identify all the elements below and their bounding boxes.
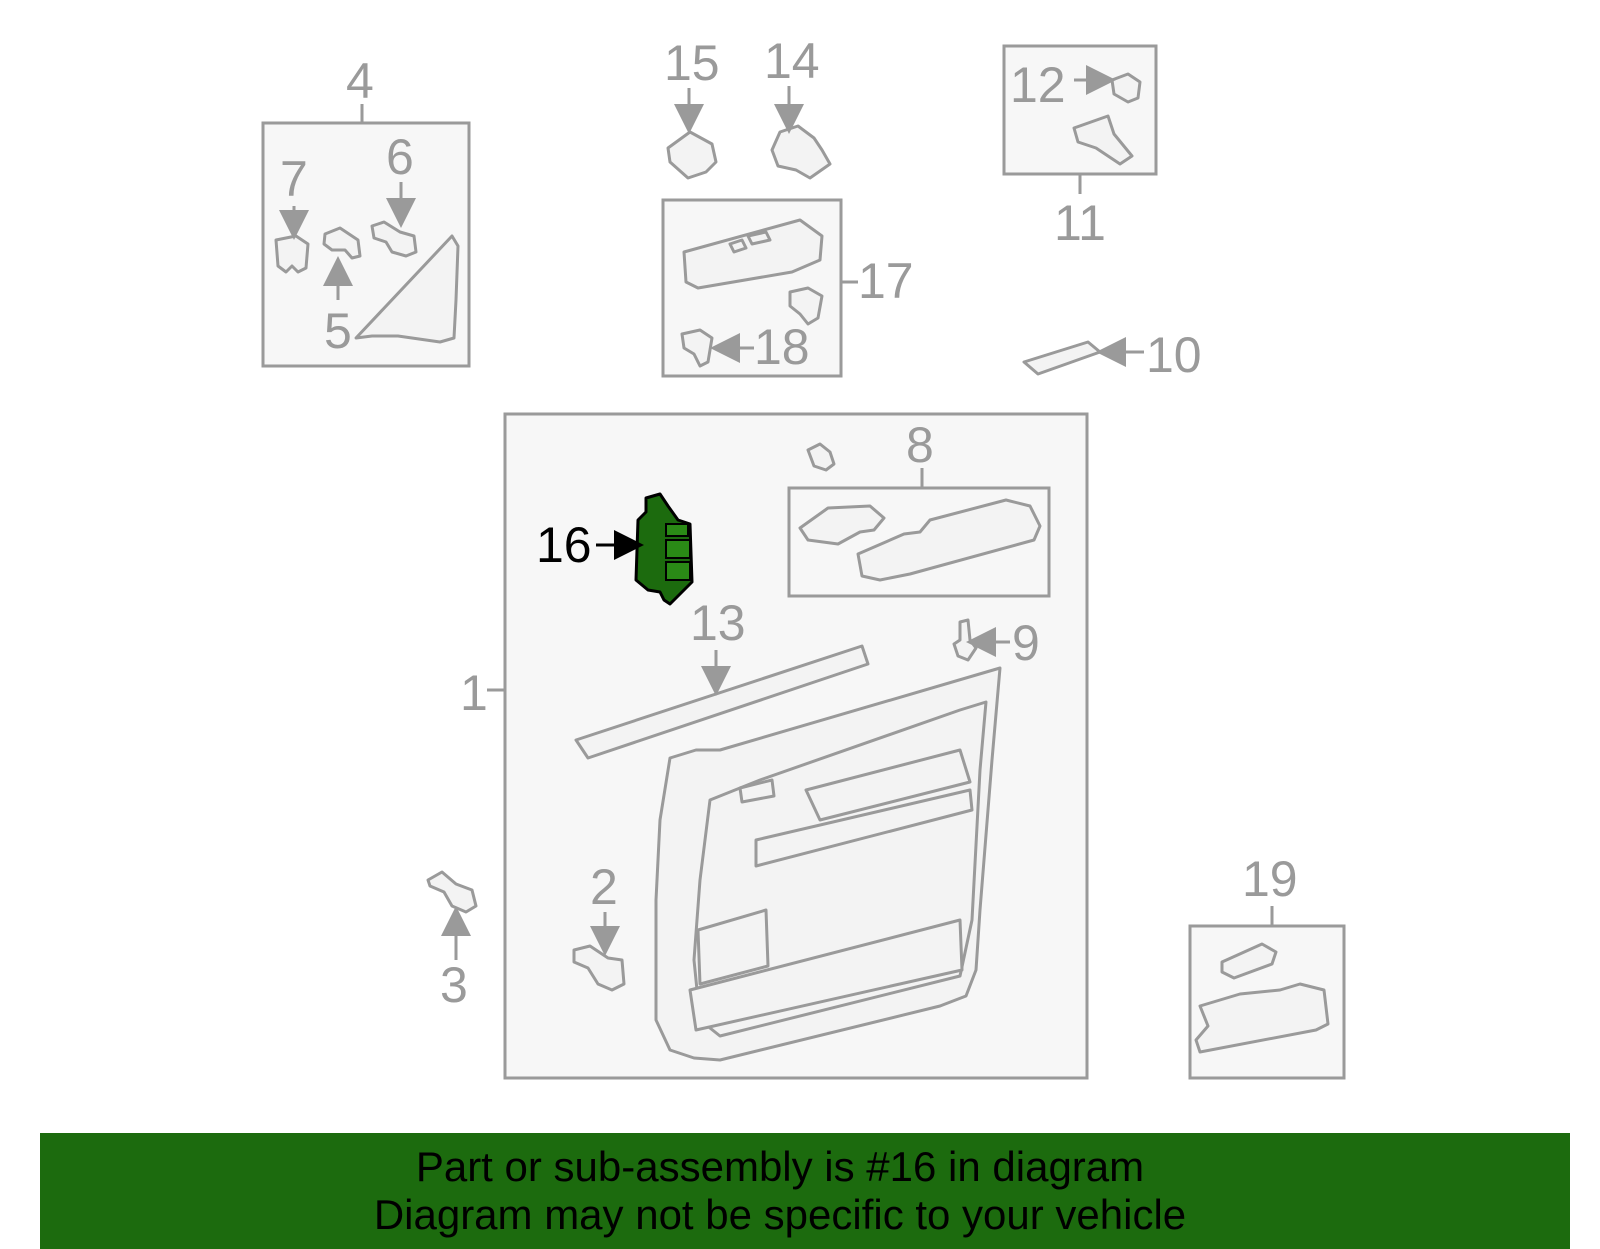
part-14-bracket[interactable] [770,124,832,180]
group-box-11 [1002,44,1158,194]
callout-15: 15 [664,35,720,91]
group-box-1 [487,412,1089,1080]
part-7-clip[interactable] [274,234,310,274]
part-18-clip-lower[interactable] [680,328,714,368]
part-8-armrest[interactable] [798,504,886,546]
callout-2: 2 [590,859,618,915]
group-box-17 [661,86,858,378]
part-17-switch-bezel[interactable] [682,218,824,290]
part-10-reflector[interactable] [1022,340,1102,376]
callout-1: 1 [460,665,488,721]
part-screw-top[interactable] [806,442,836,472]
part-11-bracket[interactable] [1072,114,1134,166]
callout-7: 7 [280,151,308,207]
part-19-lamp-housing[interactable] [1194,982,1330,1054]
callout-5: 5 [324,303,352,359]
callout-17: 17 [858,253,914,309]
part-13-belt-moulding[interactable] [574,644,870,760]
part-16-power-window-switch[interactable] [634,492,694,606]
callout-6: 6 [386,129,414,185]
callout-4: 4 [346,53,374,109]
banner-line-disclaimer: Diagram may not be specific to your vehi… [373,1191,1187,1238]
info-banner: Part or sub-assembly is #16 in diagram D… [40,1133,1570,1249]
part-15-switch-knob[interactable] [666,130,718,180]
banner-line-part-number: Part or sub-assembly is #16 in diagram [415,1143,1145,1190]
callout-8: 8 [906,417,934,473]
group-box-19 [1188,906,1346,1080]
part-18-clip-upper[interactable] [788,286,824,326]
callout-19: 19 [1242,851,1298,907]
callout-13: 13 [690,595,746,651]
callout-14: 14 [764,33,820,89]
callout-3: 3 [440,957,468,1013]
part-19-bulb[interactable] [1220,942,1278,980]
callout-12: 12 [1010,57,1066,113]
callout-18: 18 [754,319,810,375]
part-3-screw[interactable] [426,870,478,914]
callout-10: 10 [1146,327,1202,383]
callout-11: 11 [1054,195,1106,251]
callout-16: 16 [536,517,592,573]
part-corner-trim[interactable] [354,234,460,344]
group-box-4 [261,104,471,368]
callout-9: 9 [1012,615,1040,671]
